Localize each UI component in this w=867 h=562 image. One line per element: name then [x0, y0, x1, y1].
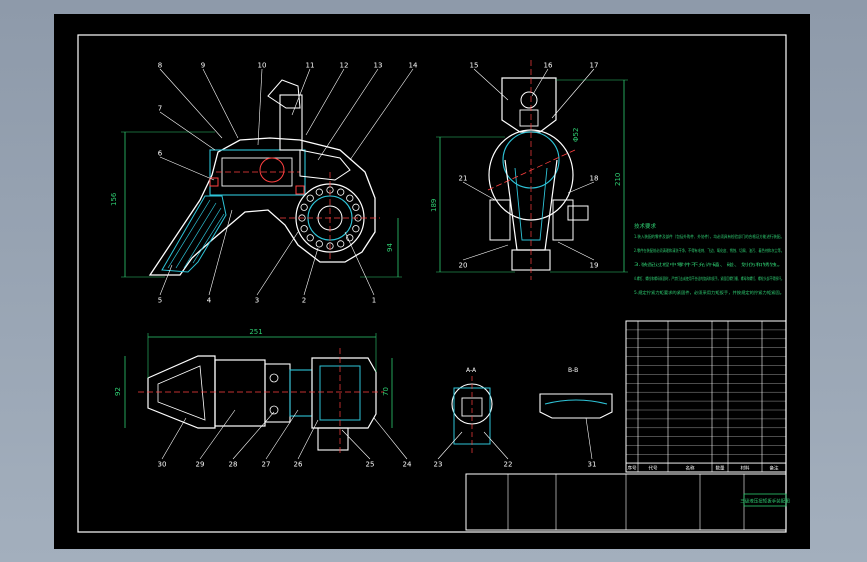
balloon-leader: [161, 417, 187, 460]
part-balloon-30: 30: [158, 461, 167, 469]
balloon-leader: [349, 68, 414, 161]
balloon-leader: [341, 429, 371, 460]
inner-border: [77, 34, 787, 533]
part-balloon-4: 4: [207, 297, 212, 305]
part-balloon-7: 7: [158, 105, 162, 113]
part-balloon-1: 1: [372, 297, 376, 305]
part-balloon-29: 29: [196, 461, 205, 469]
balloon-leader: [303, 247, 319, 296]
dim-side-height: 189: [430, 199, 438, 212]
drawing-title: 三级液压扭矩扳手装配图: [740, 498, 790, 505]
part-balloon-22: 22: [504, 461, 513, 469]
part-balloon-9: 9: [201, 62, 205, 70]
dim-side-total: 210: [614, 173, 622, 186]
balloon-leader: [344, 231, 375, 296]
part-balloon-19: 19: [590, 262, 599, 270]
part-balloon-28: 28: [229, 461, 238, 469]
dim-front-right: 94: [386, 243, 394, 252]
part-balloon-2: 2: [302, 297, 306, 305]
part-balloon-8: 8: [158, 62, 162, 70]
balloon-leader: [232, 411, 275, 460]
section-label-bb: B-B: [568, 367, 578, 374]
part-balloon-24: 24: [403, 461, 412, 469]
balloon-leader: [317, 68, 379, 161]
title-block: 三级液压扭矩扳手装配图: [465, 473, 790, 531]
dim-plan-height: 92: [114, 387, 122, 396]
balloon-leader: [462, 181, 496, 201]
part-balloon-16: 16: [544, 62, 553, 70]
balloon-leader: [257, 68, 263, 146]
balloon-leader: [159, 68, 223, 139]
notes-title: 技术要求: [634, 222, 657, 230]
note-line-1: 1.装入装配的零件及部件（包括外购件、外协件），均必须具有检验部门的合格证方能进…: [634, 233, 784, 240]
bom-header-5: 材料: [741, 465, 750, 472]
dim-side-dia: Φ52: [572, 128, 580, 142]
section-views: A-A B-B: [451, 367, 613, 456]
bom-header-1: 序号: [628, 465, 637, 472]
balloon-leader: [159, 111, 216, 151]
balloon-leader: [483, 431, 509, 460]
dim-plan-right: 70: [382, 387, 390, 396]
part-balloon-23: 23: [434, 461, 443, 469]
technical-requirements: 技术要求 1.装入装配的零件及部件（包括外购件、外协件），均必须具有检验部门的合…: [634, 222, 784, 296]
part-balloon-17: 17: [590, 62, 599, 70]
balloon-leader: [202, 68, 239, 139]
balloon-leader: [473, 68, 509, 101]
plan-view: 251 92 70: [114, 328, 393, 456]
balloon-leader: [199, 409, 236, 460]
note-line-5: 5.规定拧紧力矩要求的紧固件，必须采用力矩扳手，并按规定的拧紧力矩紧固。: [634, 289, 784, 296]
balloon-leader: [531, 68, 549, 97]
part-balloon-6: 6: [158, 150, 163, 158]
part-balloon-12: 12: [340, 62, 349, 70]
side-view: 189 210 Φ52: [430, 60, 628, 280]
balloon-leader: [159, 264, 173, 296]
balloon-leader: [585, 417, 593, 460]
balloon-leader: [297, 419, 319, 460]
part-balloon-20: 20: [459, 262, 468, 270]
part-balloon-25: 25: [366, 461, 375, 469]
balloon-leader: [265, 409, 299, 460]
part-balloon-11: 11: [306, 62, 315, 70]
balloon-leader: [159, 156, 215, 181]
part-balloon-26: 26: [294, 461, 303, 469]
dim-front-height: 156: [110, 192, 118, 206]
part-balloon-18: 18: [590, 175, 599, 183]
part-balloon-27: 27: [262, 461, 271, 469]
bom-header-3: 名称: [686, 465, 695, 472]
drawing-sheet: 156 94: [54, 14, 810, 549]
part-balloon-13: 13: [374, 62, 383, 70]
balloon-leader: [437, 431, 463, 460]
dim-plan-length: 251: [249, 328, 262, 336]
part-balloon-15: 15: [470, 62, 479, 70]
ratchet-teeth: [298, 186, 362, 250]
bom-header-4: 数量: [716, 465, 725, 472]
balloon-leader: [305, 68, 345, 136]
section-label-aa: A-A: [466, 367, 477, 374]
balloon-leader: [551, 68, 595, 119]
balloon-leader: [373, 417, 408, 460]
part-balloon-14: 14: [409, 62, 418, 70]
note-line-4: 4.螺钉、螺栓和螺母紧固时，严禁打击或使用不合适的旋具和扳手。紧固后螺钉槽、螺母…: [634, 275, 784, 282]
part-balloon-31: 31: [588, 461, 597, 469]
part-balloon-10: 10: [258, 62, 267, 70]
part-balloon-21: 21: [459, 175, 468, 183]
bill-of-materials: 序号 代号 名称 数量 材料 备注: [625, 320, 787, 473]
front-view: 156 94: [110, 79, 402, 278]
balloon-leader: [557, 241, 595, 261]
part-balloon-5: 5: [158, 297, 162, 305]
bom-header-2: 代号: [649, 465, 658, 472]
cad-drawing: 156 94: [77, 34, 790, 533]
balloon-leader: [256, 231, 299, 296]
note-line-3: 3.装配过程中零件不允许磕、碰、划伤和锈蚀。: [634, 261, 784, 268]
part-balloon-3: 3: [255, 297, 259, 305]
balloon-leader: [208, 209, 233, 296]
bom-header-6: 备注: [770, 465, 779, 472]
note-line-2: 2.零件在装配前必须清理和清洗干净，不得有毛刺、飞边、氧化皮、锈蚀、切屑、油污、…: [634, 247, 784, 254]
balloon-leader: [567, 181, 595, 194]
balloon-leader: [291, 68, 311, 116]
balloon-leader: [462, 244, 509, 261]
